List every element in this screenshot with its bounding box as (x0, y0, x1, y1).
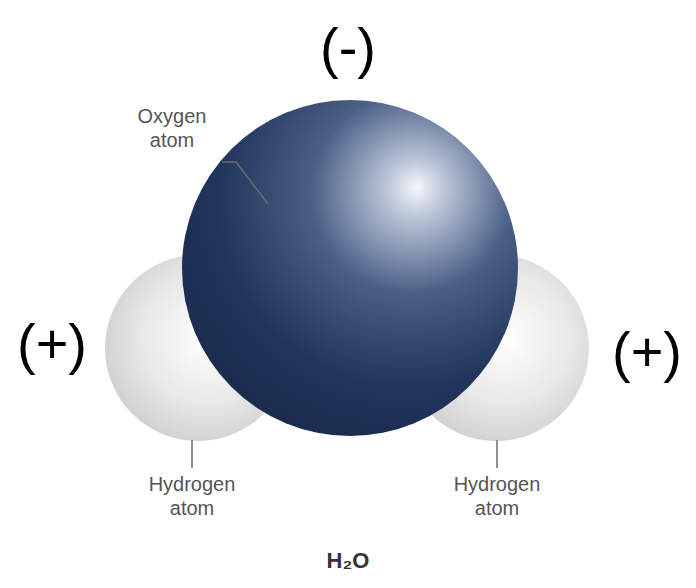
leader-line (191, 440, 193, 468)
part-label: Hydrogen atom (132, 472, 252, 520)
oxygen-sphere (182, 100, 518, 436)
leader-line (222, 162, 268, 204)
charge-sign: (+) (7, 310, 97, 377)
part-label: Hydrogen atom (437, 472, 557, 520)
charge-sign: (+) (602, 318, 692, 385)
formula-label: H₂O (288, 548, 408, 574)
part-label: Oxygen atom (122, 104, 222, 152)
leader-line (496, 440, 498, 468)
charge-sign: (-) (288, 14, 408, 81)
